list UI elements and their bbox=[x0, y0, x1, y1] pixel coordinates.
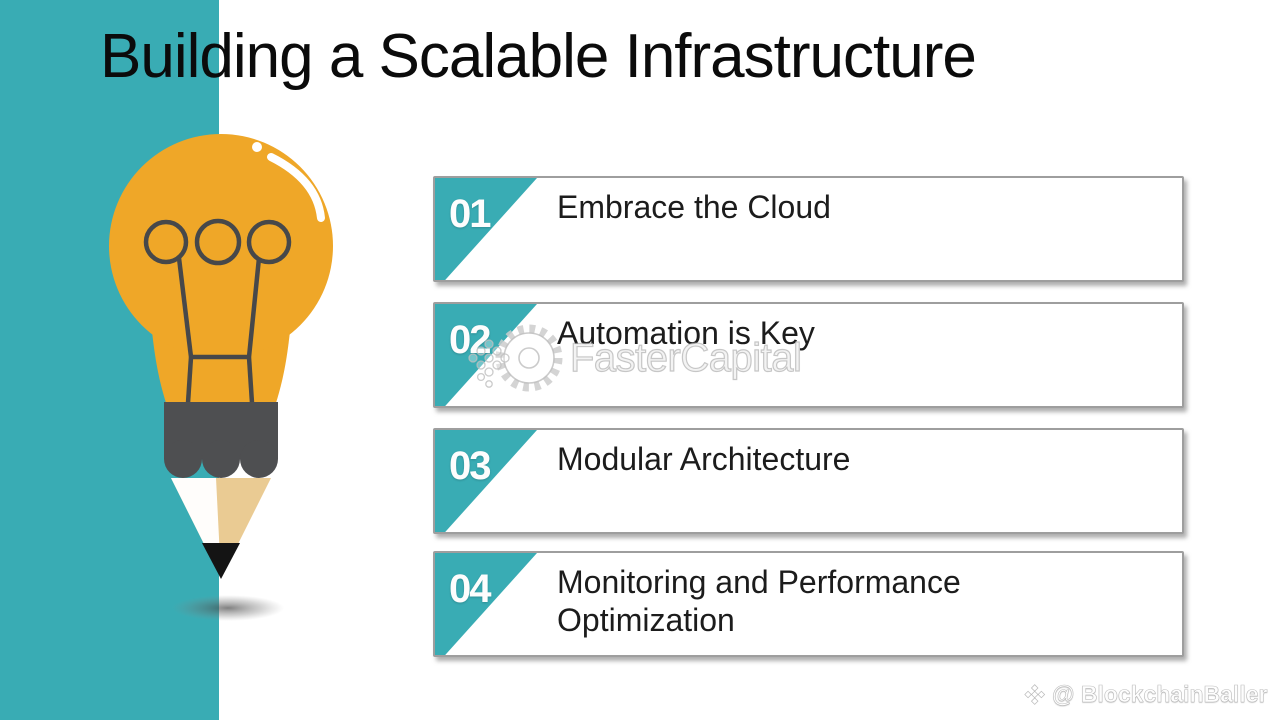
step-card-1: 01 Embrace the Cloud bbox=[433, 176, 1184, 282]
step-number: 02 bbox=[449, 318, 491, 362]
step-label: Automation is Key bbox=[557, 315, 815, 351]
page-title: Building a Scalable Infrastructure bbox=[100, 22, 977, 91]
step-number: 04 bbox=[449, 567, 491, 611]
step-card-3: 03 Modular Architecture bbox=[433, 428, 1184, 534]
pencil-shadow bbox=[172, 595, 284, 621]
lightbulb-pencil-icon bbox=[109, 134, 333, 621]
step-label: Monitoring and Performance Optimization bbox=[557, 564, 961, 638]
step-number: 01 bbox=[449, 192, 491, 236]
step-card-4: 04 Monitoring and Performance Optimizati… bbox=[433, 551, 1184, 657]
step-label: Modular Architecture bbox=[557, 441, 851, 477]
step-number: 03 bbox=[449, 444, 491, 488]
step-card-2: 02 Automation is Key bbox=[433, 302, 1184, 408]
step-label: Embrace the Cloud bbox=[557, 189, 831, 225]
